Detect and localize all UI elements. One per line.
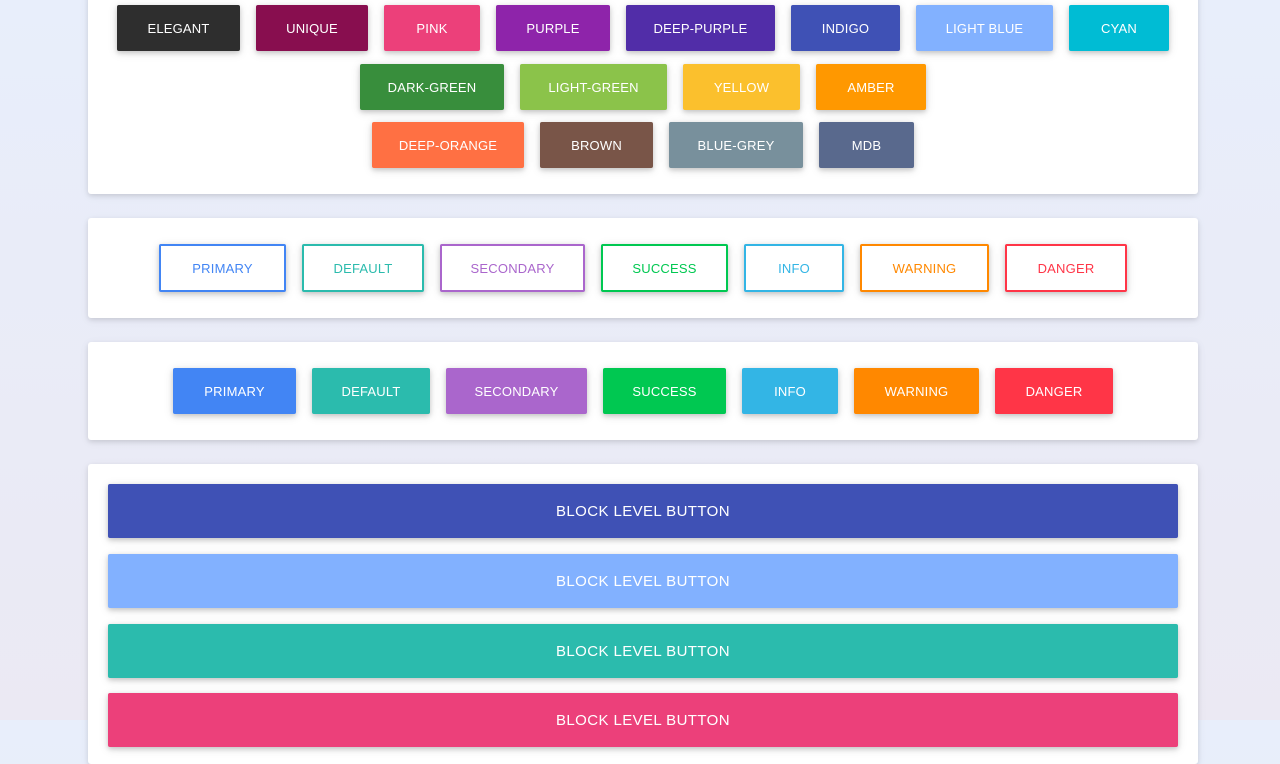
warning-button[interactable]: WARNING bbox=[854, 368, 979, 414]
primary-button[interactable]: PRIMARY bbox=[173, 368, 296, 414]
unique-button[interactable]: UNIQUE bbox=[256, 5, 368, 51]
purple-button[interactable]: PURPLE bbox=[496, 5, 610, 51]
secondary-button[interactable]: SECONDARY bbox=[446, 368, 587, 414]
blue-grey-button[interactable]: BLUE-GREY bbox=[669, 122, 803, 168]
mdb-button[interactable]: MDB bbox=[819, 122, 914, 168]
deep-orange-button[interactable]: DEEP-ORANGE bbox=[372, 122, 524, 168]
color-buttons-row-1: ELEGANT UNIQUE PINK PURPLE DEEP-PURPLE I… bbox=[88, 5, 1198, 51]
danger-button[interactable]: DANGER bbox=[995, 368, 1113, 414]
block-buttons-card: BLOCK LEVEL BUTTON BLOCK LEVEL BUTTON BL… bbox=[88, 464, 1198, 764]
yellow-button[interactable]: YELLOW bbox=[683, 64, 800, 110]
outline-secondary-button[interactable]: SECONDARY bbox=[440, 244, 585, 292]
color-buttons-row-2: DARK-GREEN LIGHT-GREEN YELLOW AMBER bbox=[88, 64, 1198, 110]
indigo-button[interactable]: INDIGO bbox=[791, 5, 900, 51]
block-level-button-teal[interactable]: BLOCK LEVEL BUTTON bbox=[108, 624, 1178, 678]
outline-buttons-card: PRIMARY DEFAULT SECONDARY SUCCESS INFO W… bbox=[88, 218, 1198, 318]
outline-warning-button[interactable]: WARNING bbox=[860, 244, 989, 292]
light-blue-button[interactable]: LIGHT BLUE bbox=[916, 5, 1053, 51]
outline-info-button[interactable]: INFO bbox=[744, 244, 844, 292]
pink-button[interactable]: PINK bbox=[384, 5, 480, 51]
amber-button[interactable]: AMBER bbox=[816, 64, 926, 110]
outline-success-button[interactable]: SUCCESS bbox=[601, 244, 728, 292]
outline-danger-button[interactable]: DANGER bbox=[1005, 244, 1127, 292]
block-level-button-light-blue[interactable]: BLOCK LEVEL BUTTON bbox=[108, 554, 1178, 608]
cyan-button[interactable]: CYAN bbox=[1069, 5, 1169, 51]
brown-button[interactable]: BROWN bbox=[540, 122, 653, 168]
info-button[interactable]: INFO bbox=[742, 368, 838, 414]
light-green-button[interactable]: LIGHT-GREEN bbox=[520, 64, 667, 110]
elegant-button[interactable]: ELEGANT bbox=[117, 5, 240, 51]
solid-buttons-row: PRIMARY DEFAULT SECONDARY SUCCESS INFO W… bbox=[88, 368, 1198, 414]
success-button[interactable]: SUCCESS bbox=[603, 368, 726, 414]
solid-buttons-card: PRIMARY DEFAULT SECONDARY SUCCESS INFO W… bbox=[88, 342, 1198, 440]
outline-buttons-row: PRIMARY DEFAULT SECONDARY SUCCESS INFO W… bbox=[88, 244, 1198, 292]
dark-green-button[interactable]: DARK-GREEN bbox=[360, 64, 504, 110]
deep-purple-button[interactable]: DEEP-PURPLE bbox=[626, 5, 775, 51]
color-buttons-row-3: DEEP-ORANGE BROWN BLUE-GREY MDB bbox=[88, 122, 1198, 168]
color-buttons-card: ELEGANT UNIQUE PINK PURPLE DEEP-PURPLE I… bbox=[88, 0, 1198, 194]
block-level-button-indigo[interactable]: BLOCK LEVEL BUTTON bbox=[108, 484, 1178, 538]
outline-primary-button[interactable]: PRIMARY bbox=[159, 244, 286, 292]
block-level-button-pink[interactable]: BLOCK LEVEL BUTTON bbox=[108, 693, 1178, 747]
outline-default-button[interactable]: DEFAULT bbox=[302, 244, 424, 292]
default-button[interactable]: DEFAULT bbox=[312, 368, 430, 414]
